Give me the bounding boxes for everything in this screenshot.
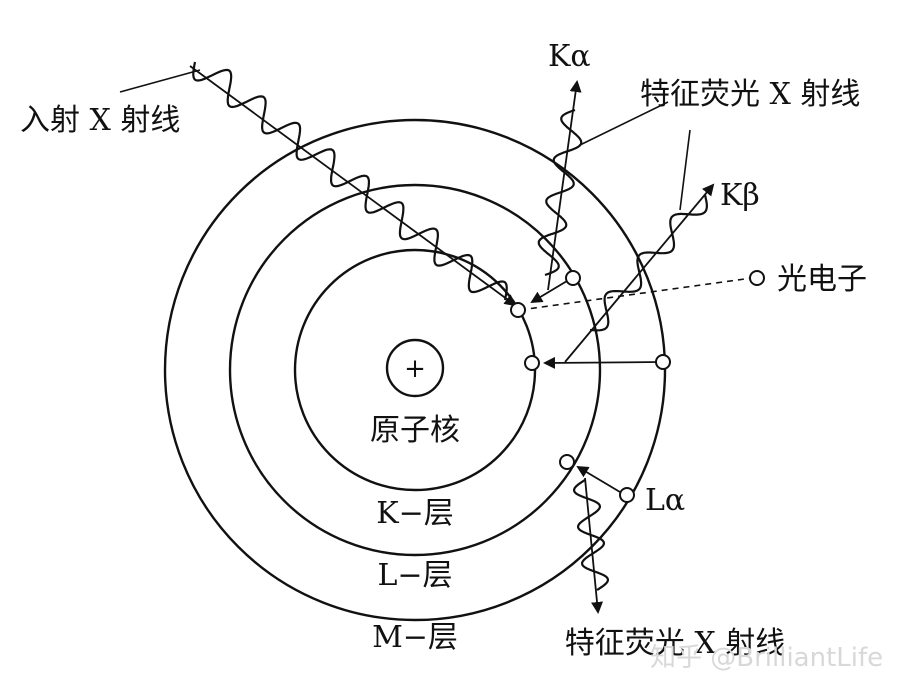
m-shell-circle: [163, 118, 667, 622]
photoelectron-path: [519, 277, 753, 311]
watermark-text: 知乎 @BrilliantLife: [650, 643, 883, 673]
photoelectron-label: 光电子: [777, 262, 867, 297]
characteristic-label-top: 特征荧光 X 射线: [640, 77, 860, 112]
l-alpha-label: Lα: [645, 483, 685, 518]
l-shell-circle: [228, 183, 602, 557]
electron-m-right: [655, 354, 671, 370]
nucleus-circle: [385, 338, 445, 398]
photoelectron-dot: [749, 270, 765, 286]
electron-l-lower: [559, 454, 575, 470]
electron-k-vacancy: [510, 302, 526, 318]
k-beta-wave: [589, 194, 709, 332]
incident-xray-arrow: [189, 65, 517, 307]
nucleus-label: 原子核: [370, 413, 460, 448]
transition-arrow-to-k-from-m: [543, 356, 663, 369]
incident-xray-label: 入射 X 射线: [20, 103, 180, 138]
transition-arrow-to-l-from-m: [576, 465, 626, 496]
k-alpha-label: Kα: [548, 39, 591, 74]
k-beta-arrow: [564, 183, 715, 363]
electron-m-lower: [619, 487, 635, 503]
l-alpha-arrow: [584, 477, 604, 614]
electron-k-side: [524, 355, 540, 371]
electron-l-upper: [565, 270, 581, 286]
characteristic-leader-b: [679, 129, 691, 211]
k-beta-label: Kβ: [720, 178, 760, 213]
characteristic-leader-a: [579, 101, 669, 146]
k-shell-label: K−层: [376, 496, 454, 531]
nucleus-sign: +: [404, 354, 426, 384]
m-shell-label: M−层: [372, 620, 458, 655]
transition-arrow-to-k-from-l: [530, 277, 573, 304]
l-shell-label: L−层: [377, 558, 452, 593]
characteristic-label-bottom: 特征荧光 X 射线: [565, 626, 785, 661]
k-alpha-wave: [537, 108, 583, 277]
incident-xray-leader: [119, 69, 201, 93]
k-alpha-arrow: [547, 80, 582, 291]
